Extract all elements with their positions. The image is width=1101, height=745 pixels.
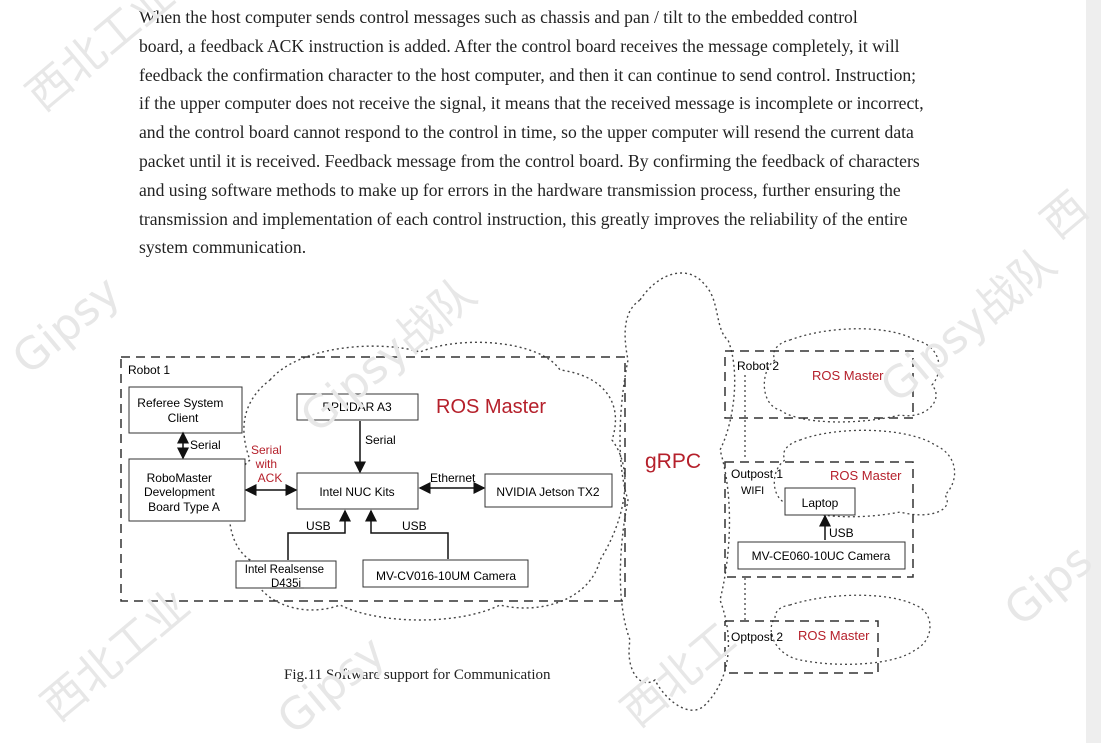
nuc-text: Intel NUC Kits <box>319 485 394 499</box>
figure-caption: Fig.11 Software support for Communicatio… <box>284 667 551 683</box>
realsense-text: Intel Realsense D435i <box>245 564 327 590</box>
mv-camera-box <box>362 559 529 588</box>
serial-ack-label: Serial with ACK <box>251 443 285 485</box>
paragraph-line: and using software methods to make up fo… <box>139 179 901 200</box>
robot2-frame <box>724 350 914 419</box>
laptop-text: Laptop <box>802 496 839 510</box>
robot2-cloud <box>763 328 940 423</box>
rplidar-serial-label: Serial <box>365 433 396 447</box>
mv-camera-text: MV-CV016-10UM Camera <box>376 569 516 583</box>
outpost2-cloud <box>770 594 931 665</box>
outpost2-label: Optpost 2 <box>731 630 783 644</box>
robot1-frame <box>120 356 626 602</box>
outpost2-ros-master: ROS Master <box>798 628 870 643</box>
paragraph-line: feedback the confirmation character to t… <box>139 64 917 85</box>
grpc-label: gRPC <box>645 450 701 473</box>
body-paragraph: When the host computer sends control mes… <box>97 3 982 262</box>
outpost2-frame <box>724 620 879 674</box>
wifi-label: WIFI <box>741 485 764 497</box>
nuc-box <box>296 472 419 510</box>
robot1-label: Robot 1 <box>128 363 170 377</box>
usb-label-left: USB <box>306 519 331 533</box>
paragraph-line: and the control board cannot respond to … <box>139 122 914 143</box>
outpost1-camera-text: MV-CE060-10UC Camera <box>752 549 891 563</box>
outpost1-label: Outpost 1 <box>731 467 783 481</box>
jetson-text: NVIDIA Jetson TX2 <box>496 485 599 499</box>
robot1-ros-master: ROS Master <box>436 396 546 418</box>
usb-label-right: USB <box>402 519 427 533</box>
camera-usb-link <box>365 509 449 559</box>
ethernet-label: Ethernet <box>430 471 476 485</box>
outpost1-usb-label: USB <box>829 526 854 540</box>
realsense-usb-link <box>287 509 351 560</box>
robot1-cloud <box>228 341 626 621</box>
robot2-label: Robot 2 <box>737 359 779 373</box>
realsense-box <box>235 560 337 589</box>
paragraph-line: When the host computer sends control mes… <box>139 7 858 27</box>
paragraph-line: board, a feedback ACK instruction is add… <box>139 35 900 56</box>
paragraph-line: packet until it is received. Feedback me… <box>139 150 920 171</box>
referee-client-box <box>128 386 243 434</box>
robomaster-board-text: RoboMaster Development Board Type A <box>144 471 220 514</box>
scroll-margin <box>1086 0 1101 743</box>
robomaster-board-box <box>128 458 246 522</box>
serial-label-left: Serial <box>190 438 221 452</box>
paragraph-line: transmission and implementation of each … <box>139 208 908 229</box>
paragraph-line: system communication. <box>139 237 307 258</box>
paragraph-line: if the upper computer does not receive t… <box>139 93 924 114</box>
outpost1-ros-master: ROS Master <box>830 468 902 483</box>
rplidar-text: RPLIDAR A3 <box>322 400 392 414</box>
rplidar-box <box>296 393 419 421</box>
referee-client-text: Referee System Client <box>137 396 226 425</box>
robot2-ros-master: ROS Master <box>812 368 884 383</box>
outpost1-frame <box>724 461 914 578</box>
outpost1-camera-box <box>737 541 906 570</box>
grpc-cloud <box>619 272 736 711</box>
jetson-box <box>484 473 613 508</box>
